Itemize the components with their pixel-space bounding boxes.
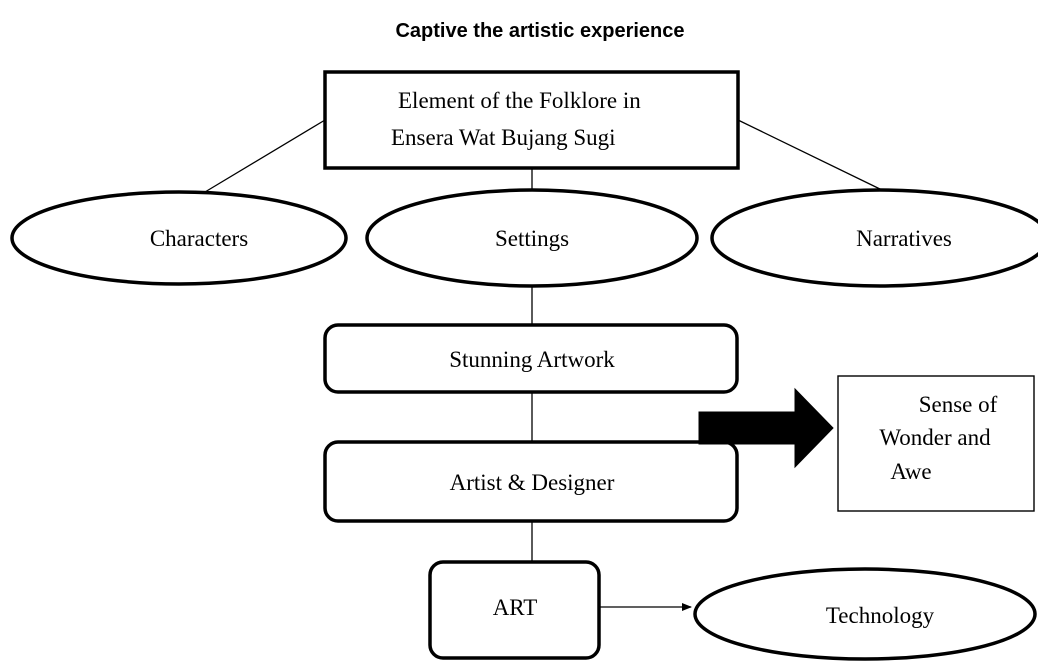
art-label: ART — [493, 595, 538, 620]
artist-designer-box — [323, 440, 739, 523]
connector-root-characters — [204, 119, 326, 193]
settings-ellipse — [365, 188, 699, 288]
root-node-label-line2: Ensera Wat Bujang Sugi — [391, 125, 616, 150]
art-box — [428, 560, 601, 660]
settings-label: Settings — [495, 226, 569, 251]
technology-ellipse — [693, 567, 1037, 661]
diagram-title: Captive the artistic experience — [395, 20, 684, 42]
wonder-label-line3: Awe — [890, 459, 931, 484]
narratives-ellipse — [710, 188, 1038, 288]
wonder-arrow — [698, 387, 834, 469]
wonder-label-line2: Wonder and — [879, 425, 991, 450]
stunning-artwork-label: Stunning Artwork — [449, 347, 615, 372]
connector-root-narratives — [737, 119, 883, 191]
artist-designer-label: Artist & Designer — [450, 470, 615, 495]
characters-label: Characters — [150, 226, 248, 251]
stunning-artwork-box — [323, 323, 739, 394]
technology-label: Technology — [826, 603, 935, 628]
narratives-label: Narratives — [856, 226, 952, 251]
root-node-box — [323, 70, 740, 170]
wonder-box — [837, 375, 1035, 512]
wonder-label-line1: Sense of — [919, 392, 998, 417]
characters-ellipse — [10, 190, 348, 286]
root-node-label-line1: Element of the Folklore in — [398, 88, 641, 113]
